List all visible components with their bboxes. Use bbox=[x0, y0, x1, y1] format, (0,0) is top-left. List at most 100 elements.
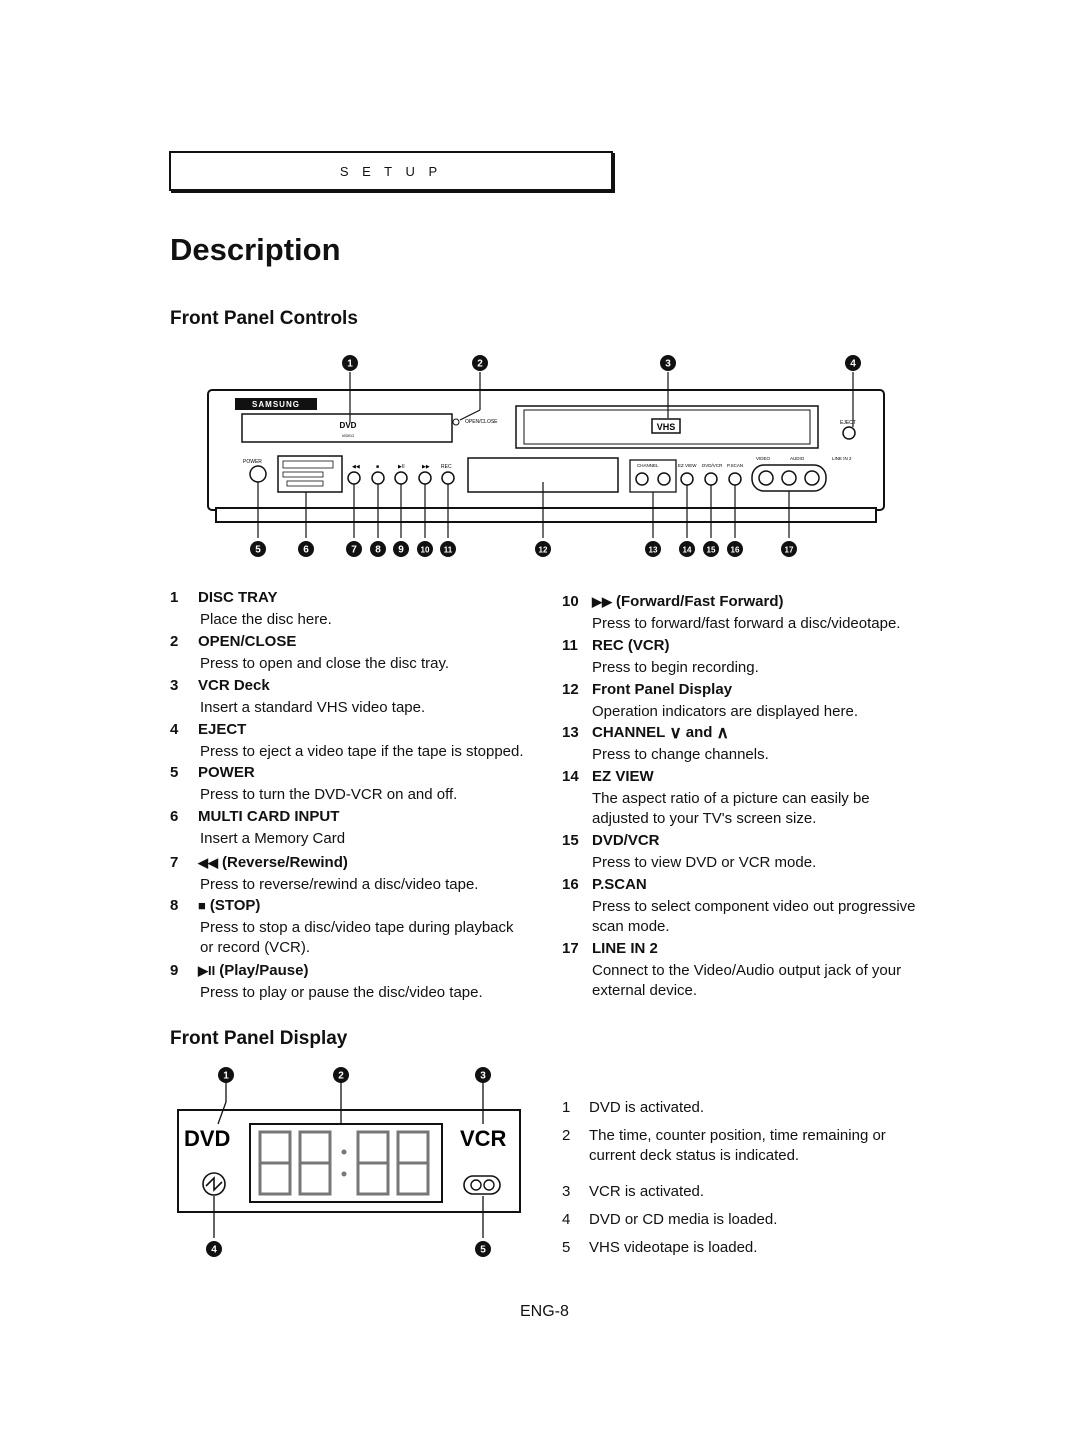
device-base bbox=[215, 507, 877, 523]
callout-number: 3 bbox=[480, 1071, 486, 1082]
legend-item-title: REC (VCR) bbox=[592, 637, 670, 654]
legend-item-number: 11 bbox=[562, 637, 578, 654]
display-legend-text: DVD is activated. bbox=[589, 1099, 705, 1116]
legend-item-title: EZ VIEW bbox=[592, 768, 654, 785]
callout-number: 4 bbox=[211, 1245, 217, 1256]
callout-number: 6 bbox=[303, 545, 309, 556]
callout-number: 12 bbox=[539, 546, 548, 555]
legend-item-title: (Play/Pause) bbox=[219, 962, 309, 979]
callout-marker bbox=[250, 541, 266, 557]
callout-number: 3 bbox=[665, 359, 671, 370]
front-panel-diagram: SAMSUNG DVD VIDEO OPEN/CLOSE VHS EJECT P… bbox=[207, 355, 885, 557]
legend-item-description: Press to select component video out prog… bbox=[592, 898, 916, 915]
brand-badge bbox=[235, 398, 317, 410]
legend-item-title: Front Panel Display bbox=[592, 681, 733, 698]
legend-item-description: The aspect ratio of a picture can easily… bbox=[592, 790, 870, 807]
front-panel-display-heading: Front Panel Display bbox=[170, 1028, 348, 1049]
legend-item-description: Insert a standard VHS video tape. bbox=[200, 699, 426, 716]
legend-item-description: Insert a Memory Card bbox=[200, 830, 346, 847]
callout-number: 13 bbox=[649, 546, 658, 555]
legend-item-description: Operation indicators are displayed here. bbox=[592, 703, 858, 720]
disc-tray bbox=[241, 413, 453, 443]
legend-item: 8■(STOP)Press to stop a disc/video tape … bbox=[170, 896, 550, 958]
page-number: ENG-8 bbox=[520, 1303, 569, 1320]
segment-digits bbox=[258, 1130, 430, 1196]
callout-number: 17 bbox=[785, 546, 794, 555]
callout-marker bbox=[218, 1067, 234, 1083]
legend-item-title: LINE IN 2 bbox=[592, 940, 658, 957]
rewind-icon: ◀◀ bbox=[198, 855, 218, 870]
callout-marker bbox=[535, 541, 551, 557]
legend-item-number: 12 bbox=[562, 681, 579, 698]
legend-item-title-row: VCR Deck bbox=[198, 676, 550, 696]
legend-item: 9 ▶II(Play/Pause) Press to play or pause t… bbox=[170, 961, 550, 1003]
callout-marker bbox=[370, 541, 386, 557]
play-pause-icon: ▶II bbox=[198, 963, 216, 978]
legend-item-title: (Reverse/Rewind) bbox=[222, 854, 348, 871]
callout-marker bbox=[417, 541, 433, 557]
section-label: S E T U P bbox=[339, 163, 443, 179]
legend-item-title: (STOP) bbox=[209, 897, 261, 914]
callout-number: 2 bbox=[338, 1071, 344, 1082]
chevron-up-icon: ∧ bbox=[716, 723, 729, 742]
legend-item-description: Press to play or pause the disc/video ta… bbox=[200, 984, 483, 1001]
legend-item: 10▶▶(Forward/Fast Forward)Press to forwa… bbox=[562, 592, 942, 634]
controls-legend-right: 10▶▶(Forward/Fast Forward)Press to forwa… bbox=[562, 592, 942, 1012]
callout-number: 16 bbox=[731, 546, 740, 555]
dvd-logo-sub: VIDEO bbox=[342, 433, 354, 438]
display-legend-number: 4 bbox=[562, 1211, 571, 1228]
callout-marker bbox=[781, 541, 797, 557]
display-legend-text: VCR is activated. bbox=[589, 1183, 705, 1200]
callout-number: 4 bbox=[850, 359, 856, 370]
legend-item-description: scan mode. bbox=[592, 918, 670, 935]
callout-number: 14 bbox=[683, 546, 692, 555]
legend-item-number: 8 bbox=[170, 897, 179, 914]
dvd-logo: DVD bbox=[340, 421, 357, 430]
callout-marker bbox=[346, 541, 362, 557]
audio-label: AUDIO bbox=[790, 456, 805, 461]
vcr-indicator: VCR bbox=[460, 1126, 507, 1151]
legend-item-title-row: P.SCAN bbox=[592, 875, 942, 895]
callout-marker bbox=[727, 541, 743, 557]
legend-item-title: CHANNEL bbox=[592, 724, 666, 741]
legend-item-description: Press to reverse/rewind a disc/video tap… bbox=[200, 876, 479, 893]
legend-item: 11 REC (VCR) Press to begin recording. bbox=[562, 636, 942, 678]
legend-item-description: Press to open and close the disc tray. bbox=[200, 655, 450, 672]
legend-item-title: VCR Deck bbox=[198, 677, 270, 694]
legend-item-description: Press to forward/fast forward a disc/vid… bbox=[592, 615, 901, 632]
legend-item-title-row: CHANNEL∨and∧ bbox=[592, 723, 942, 743]
legend-item-number: 9 bbox=[170, 962, 179, 979]
legend-item-number: 1 bbox=[170, 589, 179, 606]
legend-item-number: 2 bbox=[170, 633, 179, 650]
legend-item-title-row: POWER bbox=[198, 763, 550, 783]
legend-item: 7◀◀(Reverse/Rewind)Press to reverse/rewi… bbox=[170, 853, 550, 895]
legend-item-title: P.SCAN bbox=[592, 876, 647, 893]
vhs-logo-box bbox=[651, 418, 681, 434]
svg-text:◀◀: ◀◀ bbox=[352, 464, 360, 470]
svg-text:■: ■ bbox=[376, 464, 379, 470]
legend-item-title-row: DISC TRAY bbox=[198, 588, 550, 608]
video-label: VIDEO bbox=[756, 456, 771, 461]
brand-text: SAMSUNG bbox=[252, 400, 300, 409]
legend-item-description: Press to begin recording. bbox=[592, 659, 759, 676]
legend-item-title-row: MULTI CARD INPUT bbox=[198, 807, 550, 827]
callout-number: 9 bbox=[398, 545, 404, 556]
open-close-button-diagram bbox=[452, 418, 460, 426]
callout-number: 1 bbox=[347, 359, 353, 370]
front-panel-controls-heading: Front Panel Controls bbox=[170, 308, 358, 329]
vhs-logo: VHS bbox=[657, 422, 676, 432]
pscan-label: P.SCAN bbox=[727, 463, 743, 468]
callout-marker bbox=[703, 541, 719, 557]
